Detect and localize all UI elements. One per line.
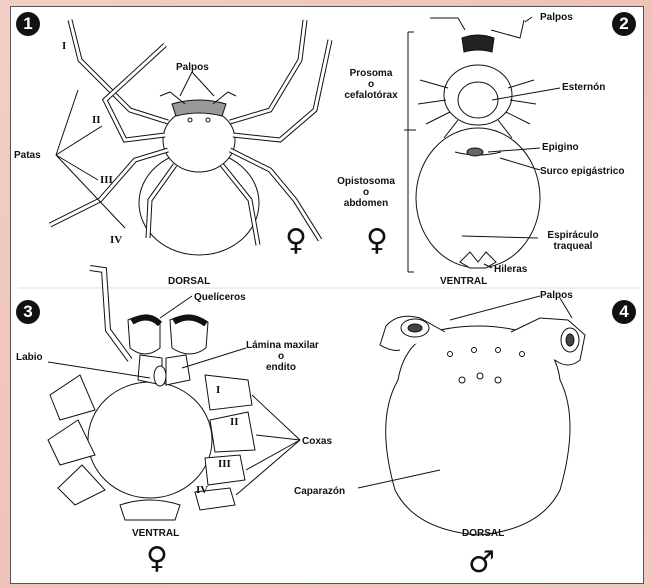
fig1-spider-dorsal bbox=[50, 20, 330, 255]
fig2-surco-label: Surco epigástrico bbox=[540, 166, 624, 177]
panel-number-4: 4 bbox=[612, 300, 636, 324]
fig1-leg-ii: II bbox=[92, 114, 101, 126]
fig1-leg-i: I bbox=[62, 40, 66, 52]
fig2-epigino-label: Epigino bbox=[542, 142, 579, 153]
fig3-coxa-iv: IV bbox=[196, 484, 208, 496]
fig3-spider-ventral-detail bbox=[48, 268, 300, 520]
panel-number-3: 3 bbox=[16, 300, 40, 324]
fig4-view-label: DORSAL bbox=[462, 528, 504, 539]
fig4-spider-dorsal-male bbox=[358, 296, 585, 535]
fig2-female-symbol: ♀ bbox=[366, 226, 388, 256]
fig2-palpos-label: Palpos bbox=[540, 12, 573, 23]
fig3-coxa-ii: II bbox=[230, 416, 239, 428]
fig3-coxa-iii: III bbox=[218, 458, 231, 470]
fig1-view-label: DORSAL bbox=[168, 276, 210, 287]
panel-number-2: 2 bbox=[612, 12, 636, 36]
fig1-female-symbol: ♀ bbox=[285, 226, 307, 256]
fig4-male-symbol: ♂ bbox=[468, 548, 495, 578]
fig3-view-label: VENTRAL bbox=[132, 528, 179, 539]
fig3-coxas-label: Coxas bbox=[302, 436, 332, 447]
fig4-palpos-label: Palpos bbox=[540, 290, 573, 301]
fig1-leg-iv: IV bbox=[110, 234, 122, 246]
fig3-labio-label: Labio bbox=[16, 352, 43, 363]
fig1-patas-label: Patas bbox=[14, 150, 41, 161]
fig2-view-label: VENTRAL bbox=[440, 276, 487, 287]
panel-number-1: 1 bbox=[16, 12, 40, 36]
fig1-leg-iii: III bbox=[100, 174, 113, 186]
fig1-palpos-label: Palpos bbox=[176, 62, 209, 73]
fig3-female-symbol: ♀ bbox=[146, 544, 168, 574]
fig2-hileras-label: Hileras bbox=[494, 264, 527, 275]
fig2-esternon-label: Esternón bbox=[562, 82, 605, 93]
fig3-coxa-i: I bbox=[216, 384, 220, 396]
fig4-caparazon-label: Caparazón bbox=[294, 486, 345, 497]
fig3-queliceros-label: Quelíceros bbox=[194, 292, 246, 303]
